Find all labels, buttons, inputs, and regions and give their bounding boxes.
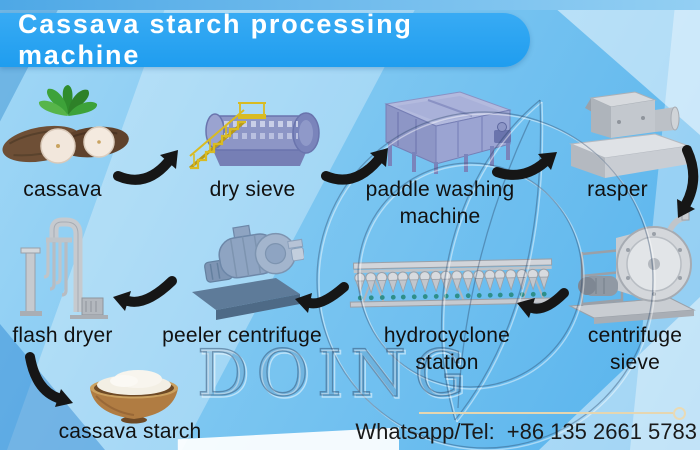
dry-sieve-image	[182, 86, 324, 171]
rasper-image	[563, 84, 698, 180]
top-strip	[0, 0, 700, 10]
rasper-illustration	[569, 91, 690, 178]
contact-info: Whatsapp/Tel: +86 135 2661 5783	[355, 419, 697, 445]
peeler-centrifuge-label: peeler centrifuge	[162, 324, 322, 347]
hydrocyclone-row	[349, 258, 557, 308]
rasper-base	[569, 133, 690, 178]
peeler-base	[192, 278, 300, 320]
cassava-starch-label: cassava starch	[58, 420, 202, 443]
peeler-centrifuge-illustration	[192, 224, 304, 320]
contact-divider-line	[419, 412, 673, 414]
rasper-label: rasper	[587, 178, 648, 201]
starch-powder	[97, 370, 171, 395]
flash-dryer-blower	[70, 297, 108, 319]
hydrocyclone-station-illustration	[349, 258, 557, 308]
cassava-label: cassava	[23, 178, 102, 201]
paddle-washer-motor	[494, 122, 511, 143]
dry-sieve-drum	[205, 112, 320, 166]
centrifuge-sieve-image	[566, 206, 698, 326]
cassava-tubers	[2, 125, 129, 164]
paddle-washing-machine-image	[368, 86, 518, 174]
contact-label: Whatsapp/Tel:	[355, 419, 495, 444]
paddle-washing-machine-label: paddle washing machine	[365, 178, 515, 229]
flash-dryer-image	[12, 212, 122, 326]
title-banner: Cassava starch processing machine	[0, 9, 530, 70]
peeler-centrifuge-image	[182, 214, 304, 324]
dry-sieve-illustration	[189, 102, 320, 170]
hydrocyclone-station-image	[348, 254, 558, 312]
rasper-body	[585, 91, 680, 138]
centrifuge-sieve-motor	[578, 276, 618, 296]
flash-dryer-pipes	[20, 217, 83, 316]
paddle-washer-legs	[388, 140, 510, 174]
flash-dryer-label: flash dryer	[12, 324, 113, 347]
contact-number: +86 135 2661 5783	[506, 419, 697, 444]
page-title: Cassava starch processing machine	[18, 9, 413, 70]
cassava-leaves	[38, 85, 98, 116]
contact-divider-dot	[673, 407, 686, 420]
cassava-starch-illustration	[90, 370, 178, 424]
cassava-starch-image	[82, 362, 186, 426]
centrifuge-sieve-label: centrifuge sieve	[587, 324, 683, 375]
centrifuge-sieve-skid	[568, 297, 696, 324]
cassava-illustration	[2, 85, 129, 164]
centrifuge-sieve-illustration	[568, 207, 696, 324]
hydrocyclone-station-label: hydrocyclone station	[383, 324, 511, 375]
cassava-image	[2, 84, 130, 176]
dry-sieve-label: dry sieve	[209, 178, 296, 201]
paddle-washing-machine-illustration	[384, 91, 512, 174]
centrifuge-sieve-drum	[616, 207, 692, 302]
peeler-body	[204, 224, 304, 283]
dry-sieve-stairs	[189, 102, 266, 170]
paddle-washer-tank	[384, 91, 512, 165]
flash-dryer-illustration	[20, 217, 108, 319]
